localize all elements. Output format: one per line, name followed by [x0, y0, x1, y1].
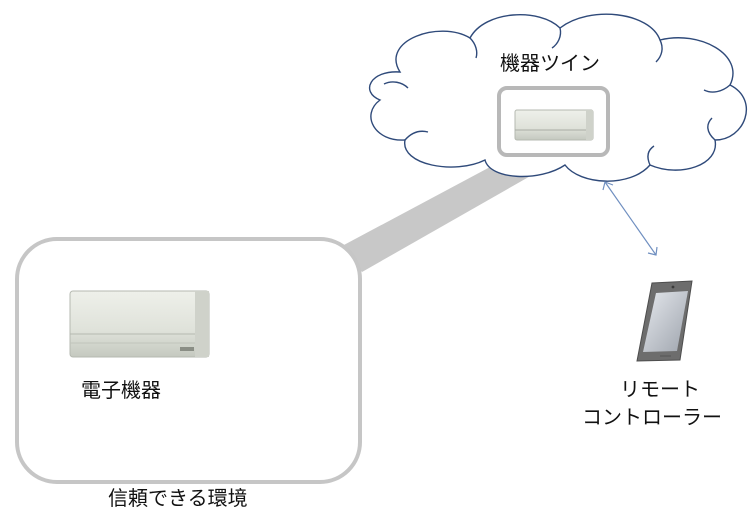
twin-air-conditioner-icon	[514, 109, 594, 141]
device-label: 電子機器	[81, 378, 161, 402]
digital-twin-label: 機器ツイン	[500, 51, 600, 75]
smartphone-icon	[636, 280, 693, 362]
remote-label-line1: リモート	[620, 377, 700, 401]
remote-label-line2: コントローラー	[582, 405, 722, 429]
trusted-environment-frame	[15, 237, 362, 484]
double-arrow-icon	[602, 181, 658, 256]
connector-band	[342, 150, 548, 272]
device-air-conditioner-icon	[69, 290, 210, 358]
environment-label: 信頼できる環境	[108, 486, 248, 510]
